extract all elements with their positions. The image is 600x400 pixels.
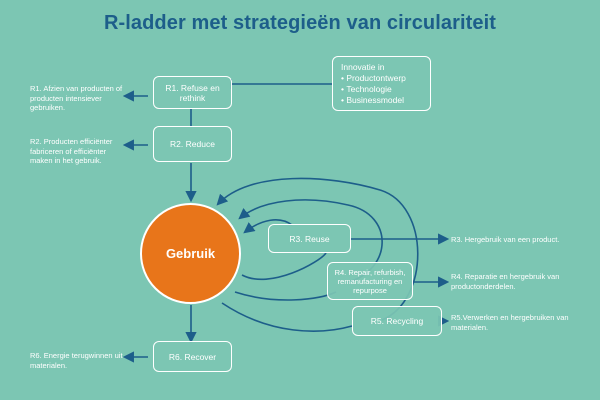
box-r2-reduce: R2. Reduce	[153, 126, 232, 162]
innovation-item: Technologie	[341, 84, 406, 95]
innovation-item: Businessmodel	[341, 95, 406, 106]
note-r6: R6. Energie terugwinnen uit materialen.	[30, 351, 123, 370]
innovation-box: Innovatie in Productontwerp Technologie …	[332, 56, 431, 111]
box-r5-recycling: R5. Recycling	[352, 306, 442, 336]
loop-r5-return	[221, 302, 353, 332]
innovation-title: Innovatie in	[341, 61, 385, 72]
note-r3: R3. Hergebruik van een product.	[451, 235, 560, 244]
loop-r4-return	[234, 291, 337, 301]
innovation-item: Productontwerp	[341, 73, 406, 84]
note-r4: R4. Reparatie en hergebruik van producto…	[451, 272, 560, 291]
innovation-list: Productontwerp Technologie Businessmodel	[341, 73, 406, 106]
loop-r3-return	[241, 252, 327, 281]
note-r1: R1. Afzien van producten of producten in…	[30, 84, 123, 112]
note-r5: R5.Verwerken en hergebruiken van materia…	[451, 313, 569, 332]
note-r2: R2. Producten efficiënter fabriceren of …	[30, 137, 113, 165]
box-r4-repair: R4. Repair, refurbish, remanufacturing e…	[327, 262, 413, 300]
box-r6-recover: R6. Recover	[153, 341, 232, 372]
box-r1-refuse-rethink: R1. Refuse en rethink	[153, 76, 232, 109]
box-r3-reuse: R3. Reuse	[268, 224, 351, 253]
gebruik-circle: Gebruik	[140, 203, 241, 304]
loop-r3	[243, 219, 293, 234]
diagram-title: R-ladder met strategieën van circularite…	[103, 12, 497, 34]
